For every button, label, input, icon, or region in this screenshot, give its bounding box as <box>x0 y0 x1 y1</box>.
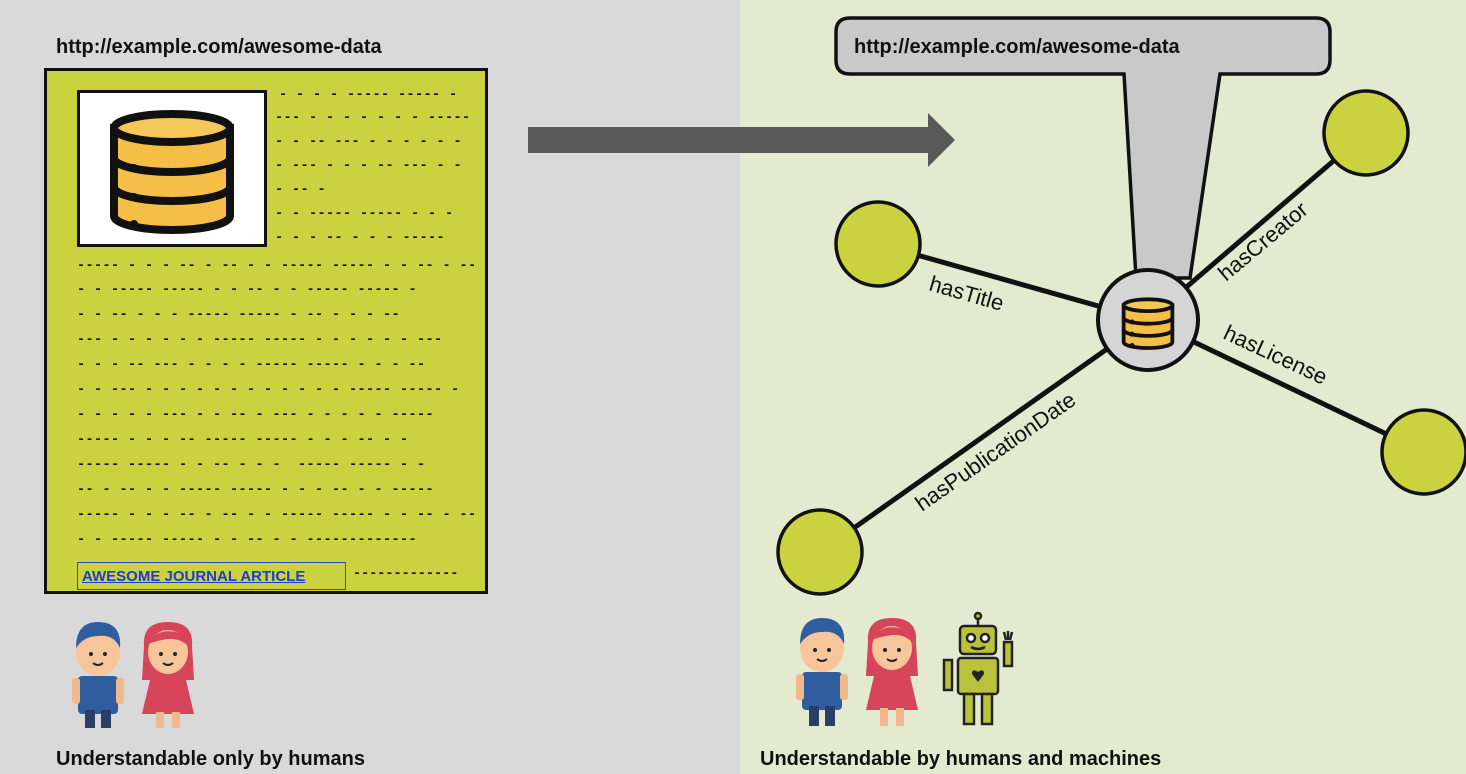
human-boy-icon <box>72 622 124 728</box>
node-title <box>834 200 922 288</box>
doc-text-line: - --- - - - -- --- - - <box>275 159 463 174</box>
doc-text-line: - - -- - - - ----- ----- - -- - - - -- <box>77 308 401 323</box>
human-girl-icon <box>866 618 918 726</box>
callout-bubble <box>834 16 1332 280</box>
node-license <box>1380 408 1466 496</box>
doc-text-line: - - - - ----- ----- - <box>279 88 458 103</box>
node-creator <box>1322 89 1410 177</box>
doc-text-line: ----- - - - -- - -- - - ----- ----- - - … <box>77 259 477 274</box>
doc-text-line: - - ----- ----- - - - <box>275 207 454 222</box>
doc-text-line: ----- ----- - - -- - - - ----- ----- - - <box>77 458 426 473</box>
article-link-trail: ------------- <box>353 567 459 582</box>
right-url-label: http://example.com/awesome-data <box>854 36 1180 58</box>
doc-text-line: -- - -- - - ----- ----- - - - -- - - ---… <box>77 483 435 498</box>
robot-icon <box>942 611 1014 726</box>
doc-text-line: - - - -- --- - - - - ----- ----- - - - -… <box>77 358 426 373</box>
node-publication-date <box>776 508 864 596</box>
doc-text-line: - - -- --- - - - - - - <box>275 135 463 150</box>
database-icon <box>1121 297 1175 350</box>
left-caption: Understandable only by humans <box>56 748 365 770</box>
doc-text-line: ----- - - - -- ----- ----- - - - -- - - <box>77 433 409 448</box>
edge-label-hasPublicationDate: hasPublicationDate <box>911 387 1081 516</box>
doc-text-line: - - - - - --- - - -- - --- - - - - - ---… <box>77 408 435 423</box>
database-icon <box>110 110 234 234</box>
article-link[interactable]: AWESOME JOURNAL ARTICLE <box>77 562 346 590</box>
web-document: - - - - ----- ----- - --- - - - - - - - … <box>44 68 488 594</box>
edge-hasPublicationDate <box>818 317 1150 555</box>
doc-text-line: - - ----- ----- - - -- - - ------------- <box>77 533 418 548</box>
doc-text-line: ----- - - - -- - -- - - ----- ----- - - … <box>77 508 477 523</box>
doc-text-line: --- - - - - - - ----- ----- - - - - - - … <box>77 333 443 348</box>
arrow-right-icon <box>528 113 955 167</box>
doc-text-line: - - --- - - - - - - - - - - - - ----- --… <box>77 383 460 398</box>
doc-text-line: --- - - - - - - - ----- <box>275 111 471 126</box>
doc-text-line: - -- - <box>275 183 327 198</box>
doc-text-line: - - ----- ----- - - -- - - ----- ----- - <box>77 283 418 298</box>
edge-label-hasCreator: hasCreator <box>1213 197 1312 286</box>
document-database-image <box>77 90 267 247</box>
left-url-label: http://example.com/awesome-data <box>56 36 382 58</box>
humans-and-robot-figure <box>796 611 1014 726</box>
right-caption: Understandable by humans and machines <box>760 748 1162 770</box>
human-girl-icon <box>142 622 194 728</box>
doc-text-line: - - - -- - - - ----- <box>275 231 446 246</box>
humans-figure-left <box>72 622 194 728</box>
human-boy-icon <box>796 618 848 726</box>
